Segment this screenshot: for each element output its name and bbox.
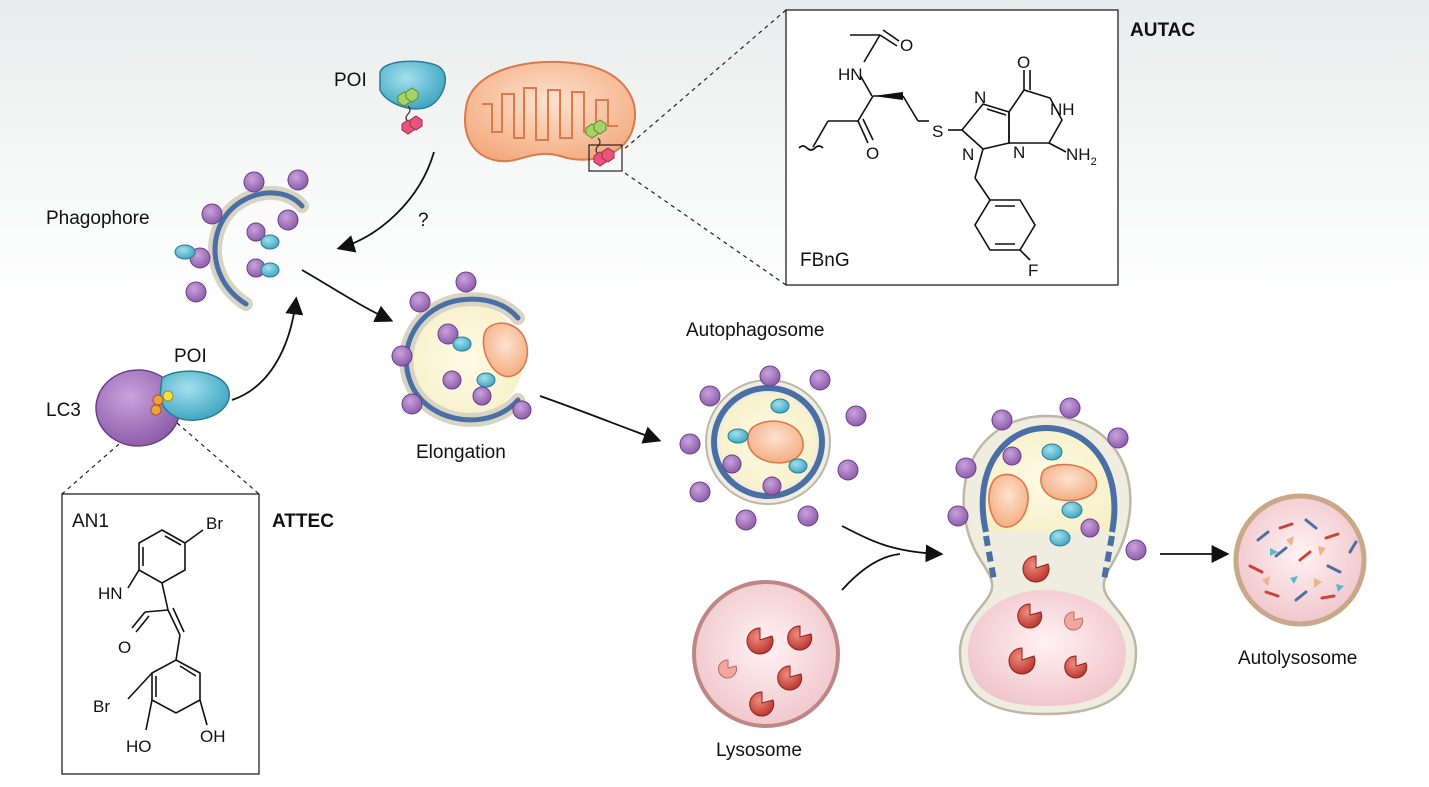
attec-atom-br-bottom: Br bbox=[93, 697, 110, 716]
attec-atom-ho: HO bbox=[126, 737, 152, 756]
arrow-to-elongation bbox=[301, 269, 394, 323]
autac-atom-o-carbonyl: O bbox=[866, 144, 879, 163]
attec-atom-hn: HN bbox=[98, 584, 123, 603]
autac-compound-name: FBnG bbox=[800, 250, 850, 271]
autac-structure-panel: O HN O S O NH N N N NH2 F FBnG bbox=[621, 9, 1119, 286]
autac-atom-nh: NH bbox=[1050, 100, 1075, 119]
autac-atom-n3: N bbox=[1013, 143, 1025, 162]
arrow-to-phagophore bbox=[336, 151, 435, 253]
fusion-vesicle bbox=[947, 397, 1147, 716]
lysosome bbox=[692, 580, 840, 728]
attec-title: ATTEC bbox=[272, 511, 334, 532]
autac-atom-n7: N bbox=[974, 88, 986, 107]
lc3-label: LC3 bbox=[46, 400, 81, 421]
arrow-to-autophagosome bbox=[539, 395, 662, 444]
autac-bonds bbox=[798, 29, 1067, 261]
attec-compound-name: AN1 bbox=[72, 511, 109, 532]
phagophore bbox=[174, 169, 309, 311]
autolysosome-label: Autolysosome bbox=[1238, 648, 1357, 669]
autac-atom-f: F bbox=[1028, 261, 1038, 280]
mitochondrion-with-tag bbox=[464, 60, 636, 172]
attec-bonds bbox=[127, 529, 208, 731]
attec-structure-panel: AN1 Br HN O Br HO OH bbox=[61, 384, 260, 775]
lc3-poi-complex bbox=[95, 369, 230, 447]
elongation-vesicle bbox=[391, 271, 532, 427]
autac-atom-hn: HN bbox=[838, 65, 863, 84]
unknown-pathway-label: ? bbox=[418, 210, 429, 231]
elongation-label: Elongation bbox=[416, 442, 506, 463]
autac-atom-n9: N bbox=[962, 145, 974, 164]
poi-top-label: POI bbox=[334, 70, 367, 91]
autac-atom-o-acetyl: O bbox=[900, 36, 913, 55]
autac-atom-nh2: NH2 bbox=[1066, 145, 1097, 168]
poi-left-label: POI bbox=[174, 346, 207, 367]
autophagosome-label: Autophagosome bbox=[686, 320, 824, 341]
arrow-lc3-to-phagophore bbox=[231, 296, 304, 401]
autolysosome bbox=[1233, 493, 1367, 627]
phagophore-label: Phagophore bbox=[46, 208, 150, 229]
attec-atom-o: O bbox=[118, 638, 131, 657]
arrow-lysosome-to-fusion bbox=[841, 553, 901, 591]
arrow-autophagosome-to-fusion bbox=[841, 525, 944, 563]
autac-atom-o-purine: O bbox=[1017, 53, 1030, 72]
lysosome-label: Lysosome bbox=[716, 740, 802, 761]
attec-atom-oh: OH bbox=[200, 727, 226, 746]
autophagosome bbox=[679, 365, 867, 531]
autac-atom-s: S bbox=[932, 122, 943, 141]
autac-title: AUTAC bbox=[1130, 20, 1195, 41]
attec-atom-br-top: Br bbox=[206, 514, 223, 533]
poi-with-autac-tag bbox=[379, 60, 447, 135]
